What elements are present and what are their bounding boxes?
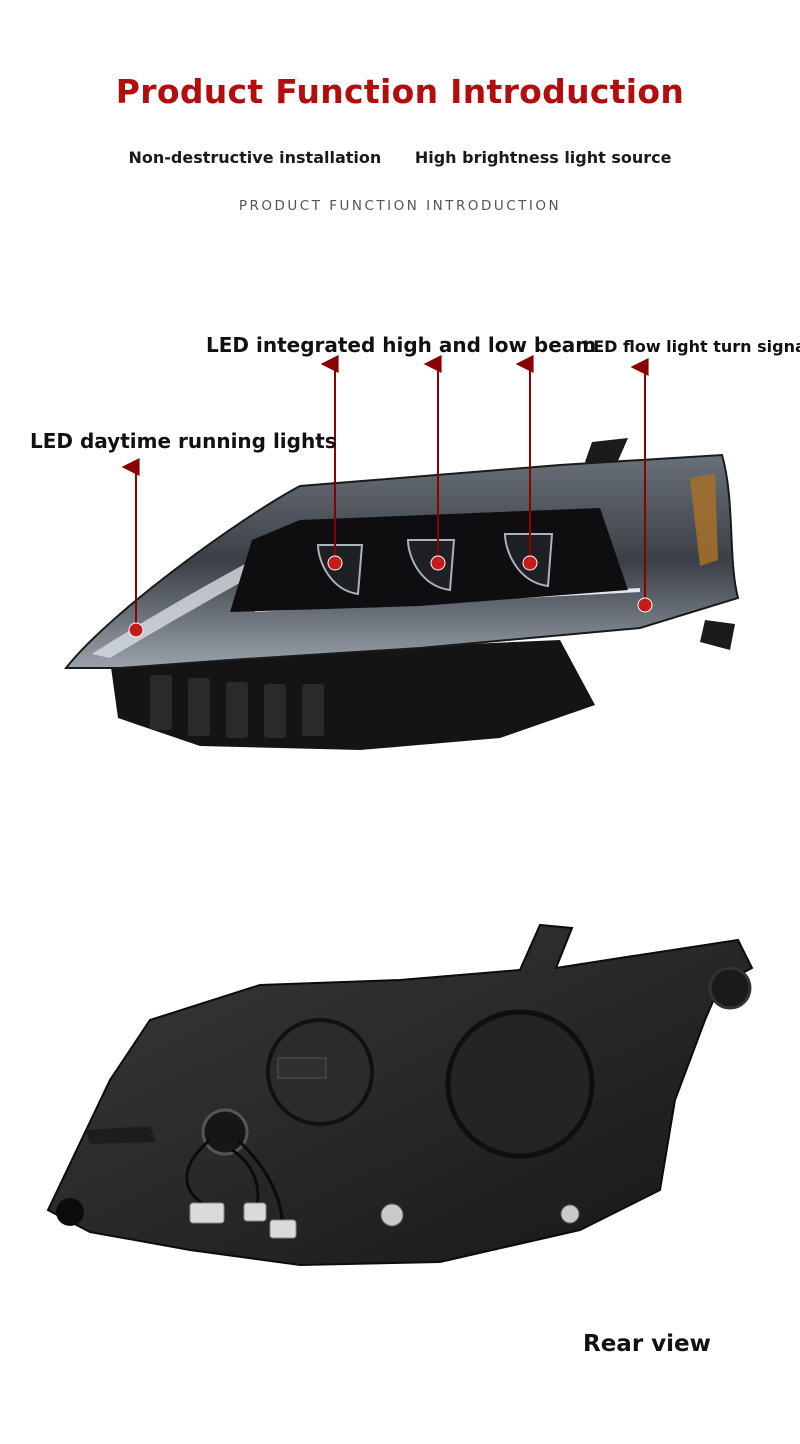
callout-label-beam: LED integrated high and low beam	[206, 333, 597, 357]
rear-label-sticker	[277, 1057, 327, 1079]
page-subtitle: PRODUCT FUNCTION INTRODUCTION	[238, 198, 562, 214]
amber-side-reflector	[690, 474, 718, 566]
rear-dust-cap-large	[445, 1009, 595, 1159]
callout-dot-drl	[128, 622, 144, 638]
rear-headlight	[46, 923, 754, 1267]
callout-dot-beam-left	[327, 555, 343, 571]
housing-ribs	[150, 675, 324, 738]
wire-connectors	[189, 1202, 297, 1239]
callout-dots	[128, 555, 653, 638]
rear-mount-arm	[86, 1126, 156, 1144]
callout-dot-beam-right	[522, 555, 538, 571]
adjuster-screws	[380, 1203, 580, 1227]
rear-view-label: Rear view	[583, 1331, 711, 1357]
feature-high-brightness: High brightness light source	[414, 148, 672, 167]
page-title: Product Function Introduction	[115, 72, 685, 111]
rear-mount-hole	[56, 1198, 84, 1226]
callout-label-flow: LED flow light turn signal	[583, 337, 800, 356]
right-bracket	[700, 620, 735, 650]
front-headlight	[63, 438, 740, 750]
callout-dot-beam-center	[430, 555, 446, 571]
rear-side-plug	[708, 966, 752, 1010]
feature-list: Non-destructive installation High bright…	[0, 148, 800, 167]
feature-non-destructive: Non-destructive installation	[128, 148, 382, 167]
rear-connector-socket	[201, 1108, 249, 1156]
callout-lines	[121, 355, 649, 630]
callout-label-drl: LED daytime running lights	[30, 429, 337, 453]
rear-housing-body	[46, 923, 754, 1267]
callout-dot-flow	[637, 597, 653, 613]
